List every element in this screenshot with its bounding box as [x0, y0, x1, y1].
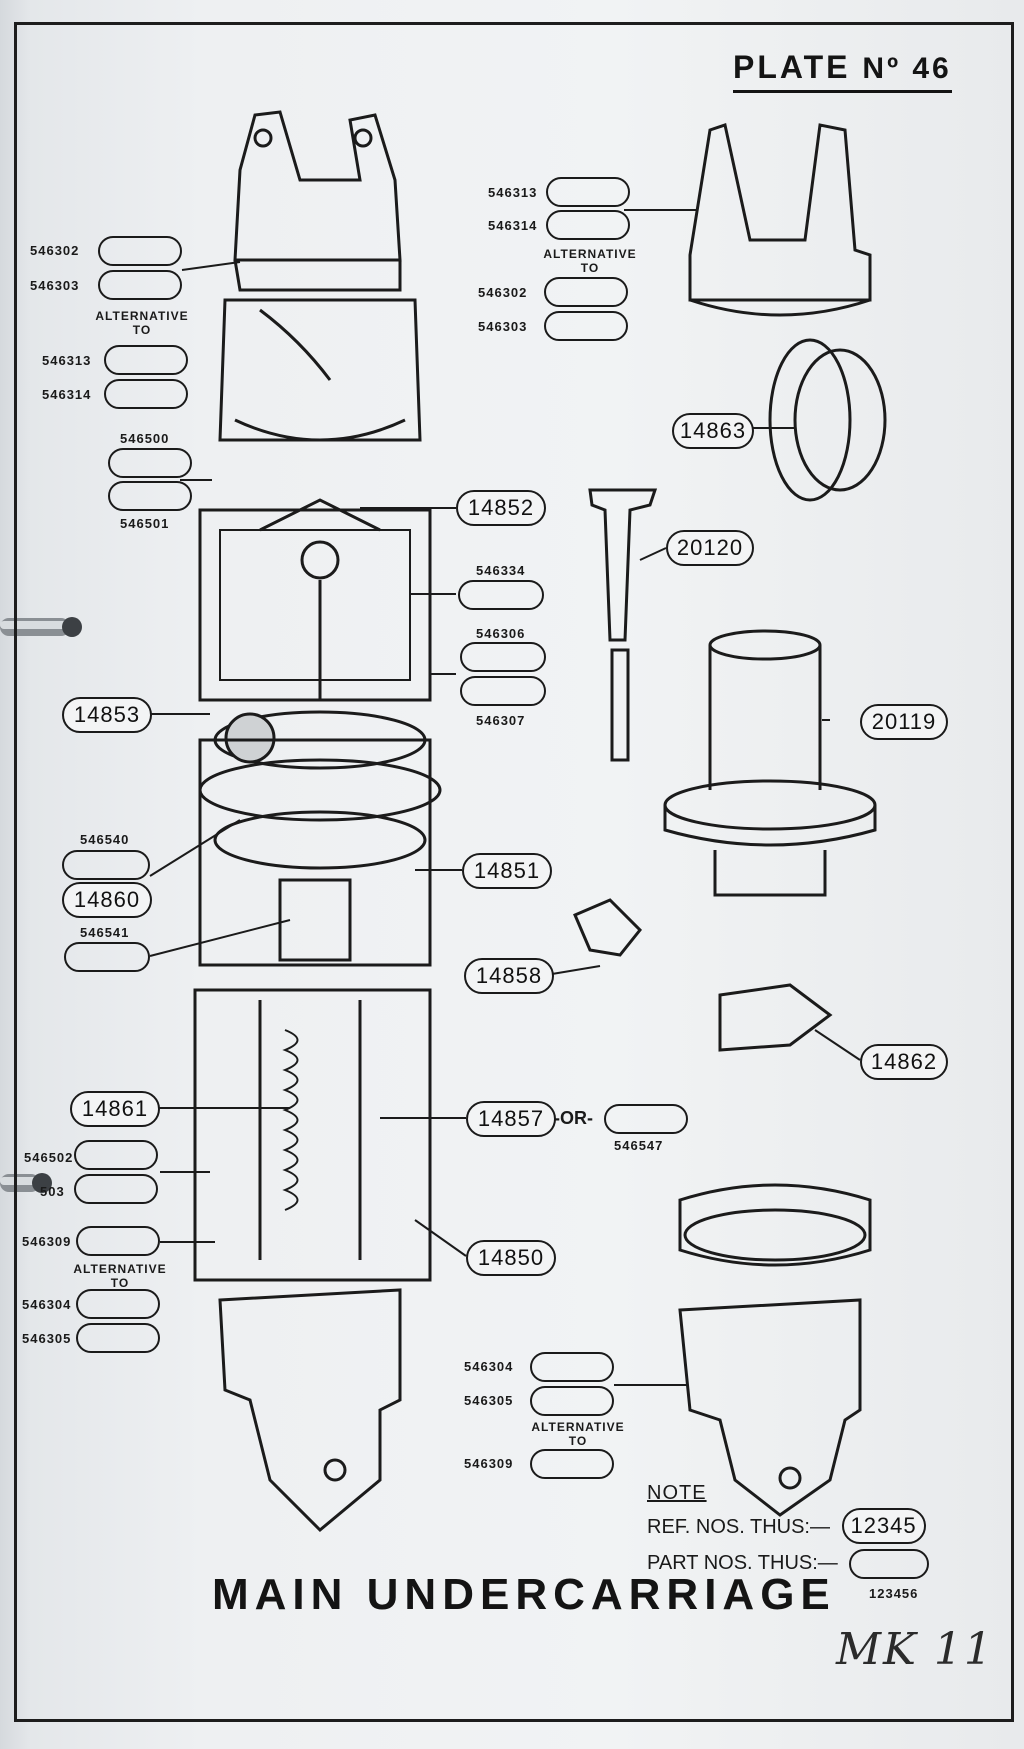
ref-bubble: 14861 [70, 1091, 160, 1127]
plate-prefix: PLATE [733, 49, 851, 85]
part-number: 546305 [22, 1331, 72, 1346]
ref-bubble: 14853 [62, 697, 152, 733]
note-ref-row: REF. NOS. THUS:— 12345 [647, 1508, 929, 1544]
part-bubble [460, 642, 546, 672]
part-bubble [849, 1548, 930, 1579]
part-bubble [74, 1174, 158, 1204]
part-bubble [76, 1226, 160, 1256]
part-bubble [544, 311, 628, 341]
note-part-row: PART NOS. THUS:— [647, 1548, 930, 1579]
part-bubble [530, 1352, 614, 1382]
page-title: MAIN UNDERCARRIAGE [212, 1570, 836, 1619]
part-number: 546313 [488, 185, 538, 200]
part-number: 546314 [42, 387, 92, 402]
plate-no: Nº 46 [862, 52, 952, 85]
part-bubble [62, 850, 150, 880]
alternative-to-label: ALTERNATIVE TO [543, 247, 637, 275]
ref-bubble: 14851 [462, 853, 552, 889]
alternative-to-label: ALTERNATIVE TO [531, 1420, 625, 1448]
alternative-to-label: ALTERNATIVE TO [95, 309, 189, 337]
part-number: 546501 [120, 516, 170, 531]
part-bubble [98, 236, 182, 266]
part-number: 546540 [80, 832, 130, 847]
part-number: 546309 [22, 1234, 72, 1249]
part-number: 546305 [464, 1393, 514, 1408]
part-bubble [530, 1449, 614, 1479]
part-bubble [74, 1140, 158, 1170]
part-number: 546302 [478, 285, 528, 300]
part-bubble [546, 177, 630, 207]
ref-bubble: 20119 [860, 704, 948, 740]
part-bubble [108, 481, 192, 511]
note-part-label: PART NOS. THUS:— [647, 1552, 838, 1574]
part-number: 546502 [24, 1150, 74, 1165]
plate-border [14, 22, 1014, 1722]
part-bubble [98, 270, 182, 300]
ref-bubble: 14850 [466, 1240, 556, 1276]
plate-number: PLATE Nº 46 [733, 50, 952, 93]
part-number: 546313 [42, 353, 92, 368]
part-bubble [460, 676, 546, 706]
or-label: -OR- [554, 1108, 593, 1128]
part-number: 546303 [30, 278, 80, 293]
ref-bubble: 14852 [456, 490, 546, 526]
ref-bubble: 14858 [464, 958, 554, 994]
part-number: 546304 [22, 1297, 72, 1312]
ref-bubble: 14857 [466, 1101, 556, 1137]
part-bubble [546, 210, 630, 240]
note-heading: NOTE [647, 1482, 707, 1504]
part-bubble [530, 1386, 614, 1416]
ref-bubble: 14860 [62, 882, 152, 918]
part-bubble [76, 1289, 160, 1319]
ref-bubble: 20120 [666, 530, 754, 566]
part-number: 503 [40, 1184, 65, 1199]
note-part-example: 123456 [869, 1585, 919, 1601]
part-bubble [604, 1104, 688, 1134]
part-bubble [104, 379, 188, 409]
part-number: 546314 [488, 218, 538, 233]
part-number: 546306 [476, 626, 526, 641]
part-bubble [458, 580, 544, 610]
binder-ring-top [0, 610, 86, 644]
part-number: 546307 [476, 713, 526, 728]
part-bubble [104, 345, 188, 375]
part-number: 546309 [464, 1456, 514, 1471]
ref-bubble: 14862 [860, 1044, 948, 1080]
note-block: NOTE REF. NOS. THUS:— 12345 PART NOS. TH… [647, 1478, 930, 1609]
note-ref-example: 12345 [841, 1508, 926, 1544]
part-number: 546500 [120, 431, 170, 446]
part-bubble [76, 1323, 160, 1353]
alternative-to-label: ALTERNATIVE TO [73, 1262, 167, 1290]
part-number: 546541 [80, 925, 130, 940]
ref-bubble: 14863 [672, 413, 754, 449]
binder-ring-bottom [0, 1166, 86, 1200]
part-bubble [544, 277, 628, 307]
part-bubble [108, 448, 192, 478]
part-number: 546304 [464, 1359, 514, 1374]
part-number: 546303 [478, 319, 528, 334]
part-number: 546334 [476, 563, 526, 578]
note-ref-label: REF. NOS. THUS:— [647, 1516, 830, 1538]
handwritten-mark: MK 11 [836, 1624, 994, 1675]
part-number: 546547 [614, 1138, 664, 1153]
part-number: 546302 [30, 243, 80, 258]
part-bubble [64, 942, 150, 972]
